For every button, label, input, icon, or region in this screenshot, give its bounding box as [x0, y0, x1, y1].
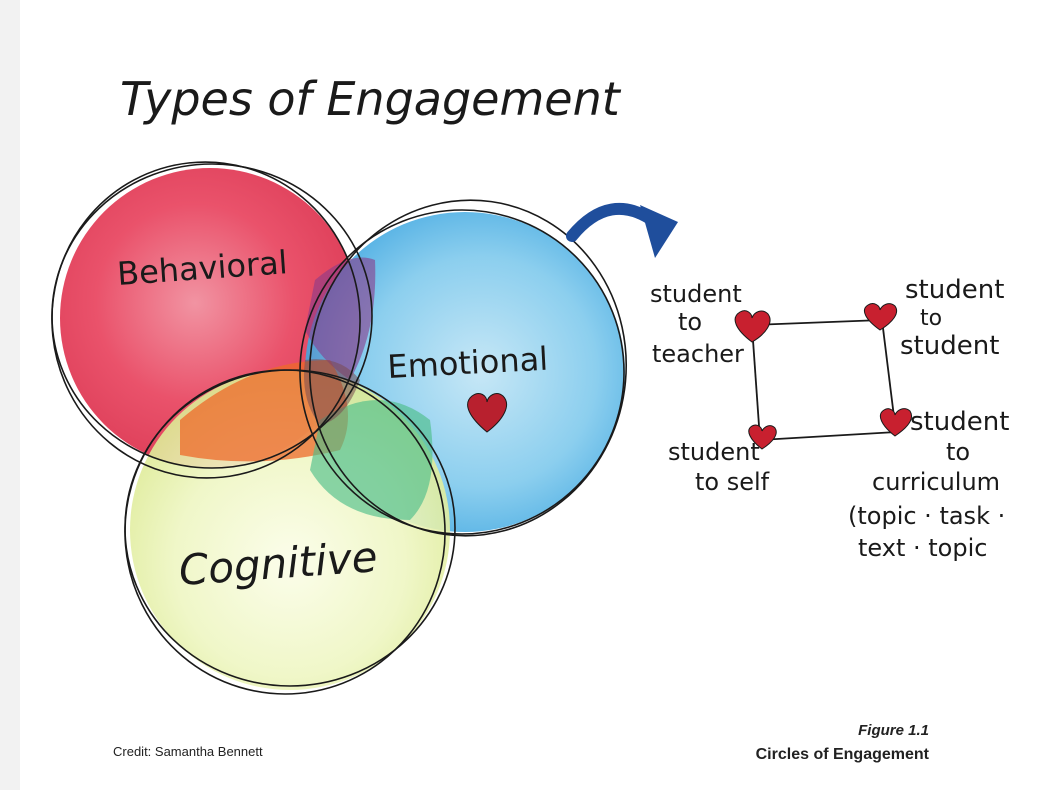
- svg-text:to: to: [678, 308, 702, 336]
- heart-icon: [748, 424, 777, 450]
- svg-text:student: student: [910, 407, 1009, 437]
- diagram-title: Types of Engagement: [120, 72, 622, 126]
- svg-text:curriculum: curriculum: [872, 468, 1000, 496]
- figure-page: Types of Engagement Behavioral Emotional…: [20, 0, 1062, 790]
- svg-text:student: student: [650, 280, 742, 308]
- heart-icon: [734, 310, 771, 343]
- credit-line: Credit: Samantha Bennett: [113, 744, 263, 759]
- emotional-outline: [299, 209, 625, 535]
- svg-text:to self: to self: [695, 468, 770, 496]
- student-to-teacher-label: student to teacher: [650, 280, 744, 368]
- svg-text:to: to: [946, 438, 970, 466]
- emotional-cognitive-overlap: [310, 400, 433, 520]
- figure-number: Figure 1.1: [858, 722, 929, 739]
- svg-text:text · topic: text · topic: [858, 534, 987, 562]
- heart-icon: [467, 393, 508, 433]
- svg-text:(topic · task ·: (topic · task ·: [848, 502, 1005, 530]
- engagement-illustration: Types of Engagement Behavioral Emotional…: [51, 72, 1009, 695]
- student-to-self-label: student to self: [668, 438, 770, 496]
- student-to-student-label: student to student: [900, 275, 1004, 361]
- student-to-curriculum-label: student to curriculum (topic · task · te…: [848, 407, 1009, 562]
- svg-text:teacher: teacher: [652, 340, 744, 368]
- svg-text:student: student: [905, 275, 1004, 305]
- heart-icon: [880, 408, 912, 437]
- svg-text:student: student: [900, 331, 999, 361]
- figure-title: Circles of Engagement: [755, 746, 929, 763]
- svg-text:to: to: [920, 306, 942, 331]
- center-overlap: [304, 359, 360, 425]
- relationship-square: [751, 319, 897, 441]
- heart-icon: [864, 303, 898, 331]
- svg-text:student: student: [668, 438, 760, 466]
- curved-arrow-icon: [566, 203, 678, 258]
- emotional-label: Emotional: [386, 340, 549, 386]
